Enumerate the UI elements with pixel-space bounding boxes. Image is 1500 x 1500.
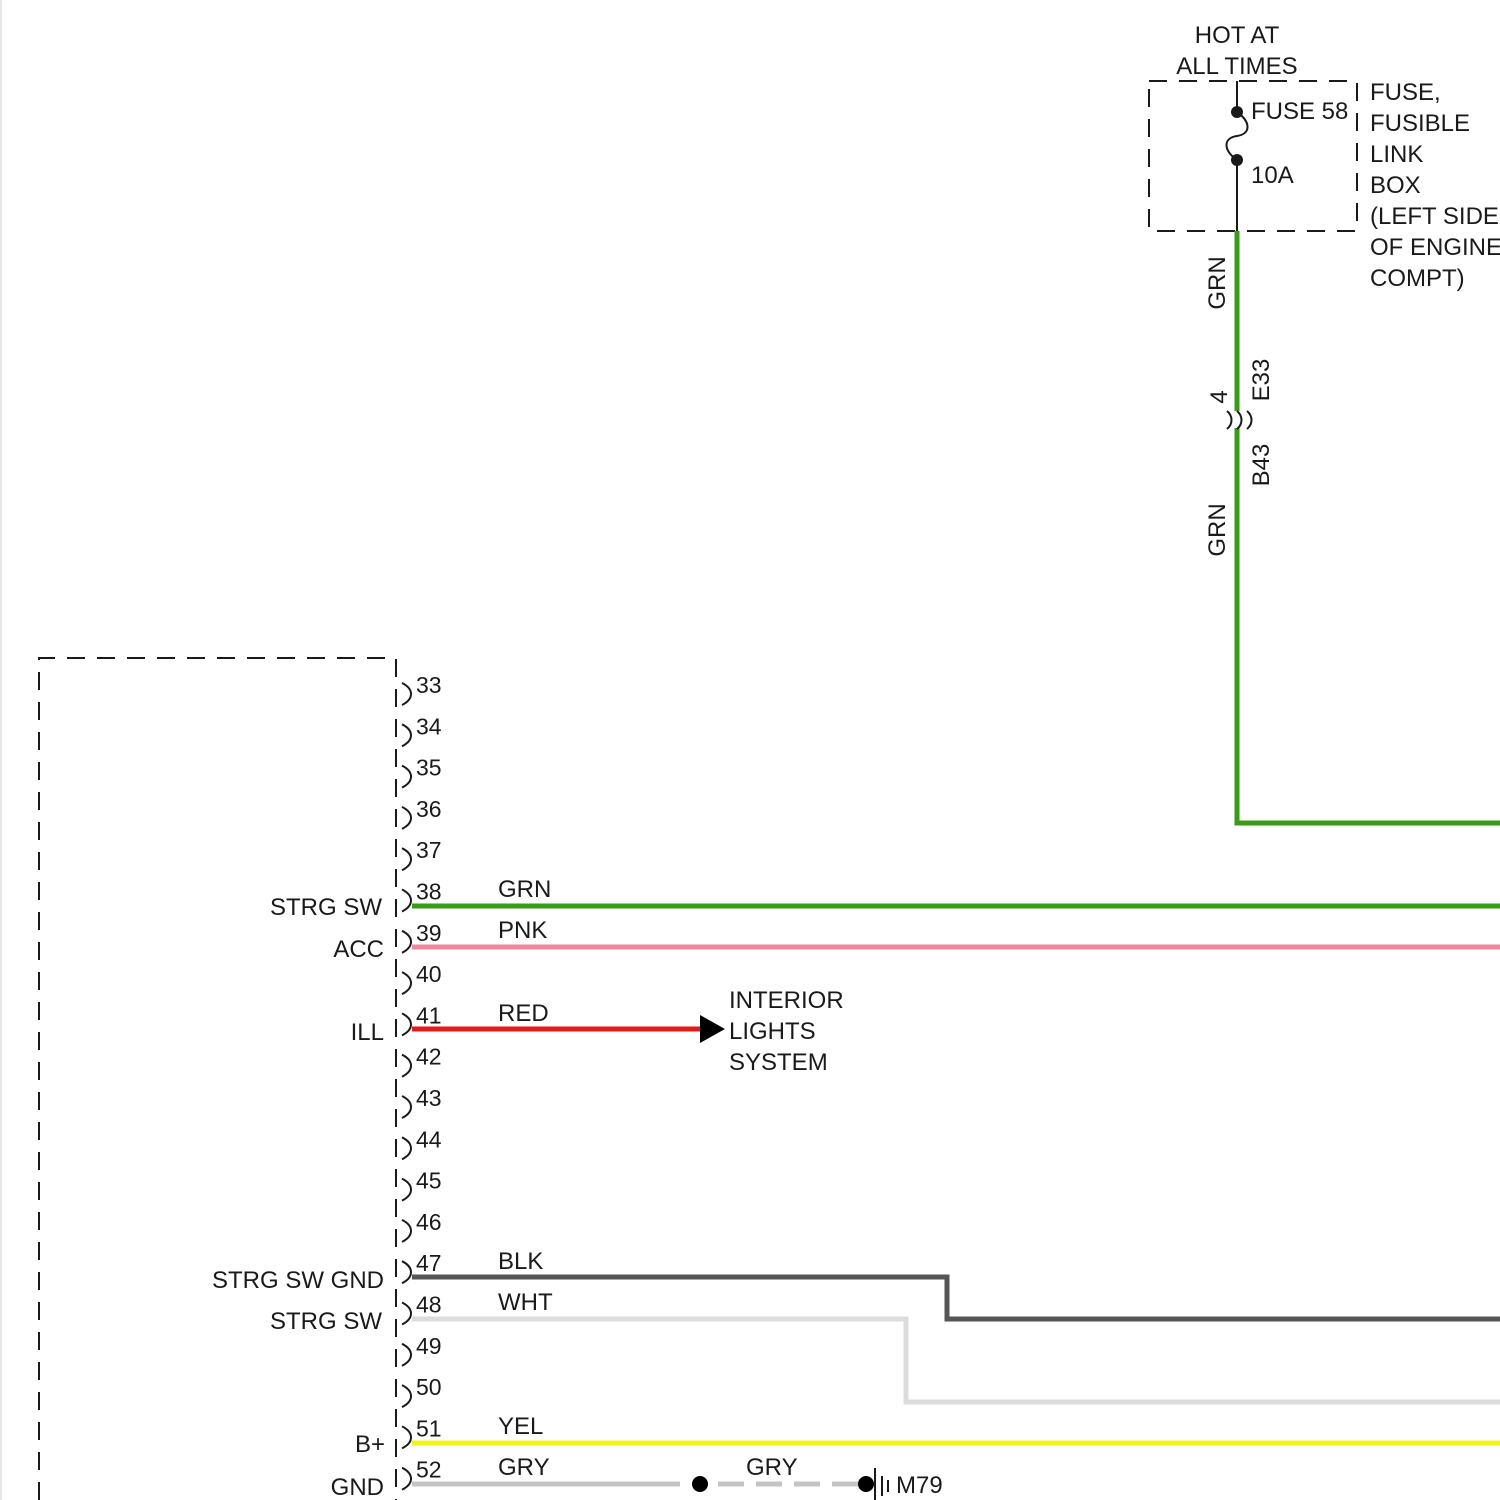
- pin-number: 45: [416, 1168, 442, 1194]
- pin-number: 47: [416, 1250, 442, 1276]
- pin-hook: [402, 1220, 411, 1242]
- wire-wht-pin48: [412, 1319, 1500, 1402]
- module-outline: [39, 658, 396, 1500]
- pin-number: 43: [416, 1085, 442, 1111]
- fuse-box-description: FUSE, FUSIBLE LINK BOX (LEFT SIDE OF ENG…: [1370, 79, 1500, 292]
- pin-hook: [402, 1426, 411, 1448]
- pin-number: 52: [416, 1457, 442, 1483]
- fuse-name: FUSE 58: [1251, 98, 1348, 125]
- circuit-label-acc: ACC: [333, 936, 384, 963]
- fuse-box-desc-line: OF ENGINE: [1370, 234, 1500, 261]
- ground-dot: [858, 1476, 874, 1492]
- ground-name: M79: [896, 1472, 943, 1499]
- feed-wire-label-lower: GRN: [1204, 503, 1231, 556]
- fuse-box-desc-line: BOX: [1370, 172, 1421, 199]
- fuse-symbol: [1227, 112, 1248, 160]
- pin-hook: [402, 890, 411, 912]
- wire-label-yel: YEL: [498, 1413, 543, 1440]
- pin-number: 49: [416, 1333, 442, 1359]
- fuse-box-desc-line: FUSE,: [1370, 79, 1441, 106]
- pin-number: 48: [416, 1292, 442, 1318]
- wire-label-gry-ground: GRY: [746, 1454, 798, 1481]
- pin-number: 41: [416, 1002, 442, 1028]
- pin-hook: [402, 1179, 411, 1201]
- pin-hook: [402, 1344, 411, 1366]
- wire-label-wht: WHT: [498, 1289, 553, 1316]
- pin-number: 46: [416, 1209, 442, 1235]
- hot-label-line1: HOT AT: [1195, 22, 1280, 49]
- interior-lights-line: SYSTEM: [729, 1049, 828, 1076]
- pin-number: 38: [416, 879, 442, 905]
- circuit-label-ill: ILL: [351, 1019, 384, 1046]
- pin-hook: [402, 807, 411, 829]
- wire-label-gry: GRY: [498, 1454, 550, 1481]
- pin-number: 37: [416, 837, 442, 863]
- pin-number: 44: [416, 1126, 442, 1152]
- pin-hook: [402, 1013, 411, 1035]
- circuit-label-b-plus: B+: [355, 1431, 385, 1458]
- fuse-box-desc-line: COMPT): [1370, 265, 1465, 292]
- feed-wire-label-upper: GRN: [1204, 256, 1231, 309]
- pin-hook: [402, 1303, 411, 1325]
- pin-hook: [402, 1385, 411, 1407]
- circuit-label-strg-sw: STRG SW: [270, 894, 382, 921]
- wire-blk-pin47: [412, 1277, 1500, 1319]
- wire-label-grn: GRN: [498, 876, 551, 903]
- interior-lights-line: LIGHTS: [729, 1018, 816, 1045]
- pin-hook: [402, 683, 411, 705]
- pin-number: 50: [416, 1374, 442, 1400]
- pin-hook: [402, 1137, 411, 1159]
- splice-dot: [692, 1476, 708, 1492]
- pin-number: 34: [416, 713, 442, 739]
- circuit-label-strg-sw-2: STRG SW: [270, 1308, 382, 1335]
- feed-wire-grn: [1237, 231, 1500, 823]
- connector-pin-number: 4: [1206, 390, 1233, 403]
- connector-upper-id: E33: [1248, 359, 1275, 402]
- pin-number: 35: [416, 755, 442, 781]
- pin-hook: [402, 1261, 411, 1283]
- fuse-box-desc-line: FUSIBLE: [1370, 110, 1470, 137]
- pin-number: 36: [416, 796, 442, 822]
- hot-label-line2: ALL TIMES: [1176, 53, 1297, 80]
- pin-hook: [402, 1468, 411, 1490]
- pin-hook: [402, 972, 411, 994]
- pin-hook: [402, 848, 411, 870]
- wire-label-pnk: PNK: [498, 917, 547, 944]
- pin-hook: [402, 1096, 411, 1118]
- connector-lower-id: B43: [1248, 444, 1275, 487]
- fuse-box-desc-line: LINK: [1370, 141, 1423, 168]
- pin-hook: [402, 1055, 411, 1077]
- circuit-label-strg-sw-gnd: STRG SW GND: [212, 1267, 384, 1294]
- pin-hook: [402, 931, 411, 953]
- module-connector-pins: 33 34 35 36 37 38 39 40 41 42 43 44 45 46 47 48 49 50 51 52: [402, 672, 442, 1490]
- pin-number: 42: [416, 1044, 442, 1070]
- pin-hook: [402, 724, 411, 746]
- pin-number: 39: [416, 920, 442, 946]
- circuit-label-gnd: GND: [331, 1474, 384, 1500]
- connector-symbol-right2: [1247, 411, 1252, 429]
- interior-lights-line: INTERIOR: [729, 987, 844, 1014]
- wire-label-red: RED: [498, 1000, 549, 1027]
- pin-number: 51: [416, 1415, 442, 1441]
- pin-number: 33: [416, 672, 442, 698]
- wire-label-blk: BLK: [498, 1248, 543, 1275]
- fuse-rating: 10A: [1251, 162, 1294, 189]
- pin-hook: [402, 766, 411, 788]
- pin-number: 40: [416, 961, 442, 987]
- fuse-box-desc-line: (LEFT SIDE: [1370, 203, 1499, 230]
- interior-lights-arrow: [700, 1015, 725, 1043]
